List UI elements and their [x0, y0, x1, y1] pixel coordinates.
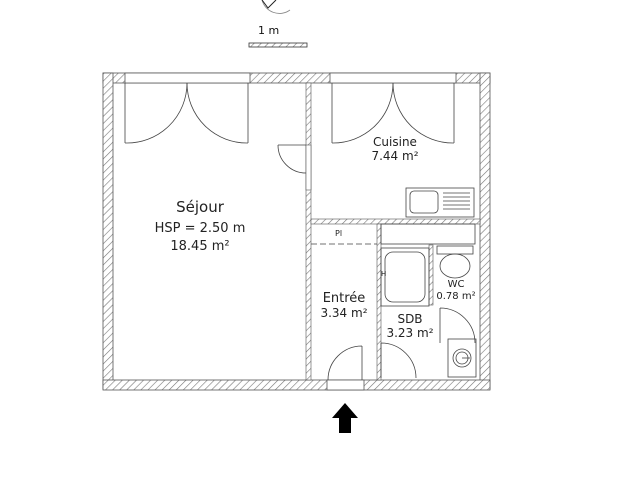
cuisine-window-doors [331, 82, 455, 144]
room-name: Cuisine [373, 135, 417, 149]
compass-icon [261, 0, 291, 14]
washbasin-icon [447, 338, 477, 378]
room-area: 18.45 m² [170, 239, 230, 255]
room-label-sejour: Séjour HSP = 2.50 m 18.45 m² [140, 198, 260, 255]
kitchen-sink-icon [405, 187, 475, 218]
bathtub-icon [380, 247, 430, 307]
sejour-door [277, 144, 307, 174]
toilet-icon [436, 245, 474, 279]
room-label-entree: Entrée 3.34 m² [312, 291, 376, 321]
room-label-sdb: SDB 3.23 m² [380, 312, 440, 341]
entrance-door [327, 345, 363, 381]
room-name: SDB [397, 312, 423, 326]
room-name: Séjour [176, 198, 224, 216]
interior-walls [305, 82, 481, 381]
outer-walls [102, 72, 491, 391]
placard-label: Pl [335, 229, 343, 238]
room-area: 7.44 m² [371, 148, 419, 163]
entrance-arrow-icon [332, 403, 358, 433]
radiator-label: H [381, 270, 387, 278]
scale-bar [248, 42, 308, 48]
room-name: Entrée [322, 291, 366, 306]
sejour-window-doors [124, 82, 249, 144]
room-label-cuisine: Cuisine 7.44 m² [360, 135, 430, 164]
room-area: 3.23 m² [386, 325, 434, 340]
room-area: 3.34 m² [320, 305, 368, 320]
room-name: WC [447, 279, 465, 290]
room-area: 0.78 m² [436, 290, 476, 302]
room-height: HSP = 2.50 m [154, 221, 246, 237]
sdb-door [380, 342, 417, 379]
placard [311, 223, 476, 245]
scale-label: 1 m [258, 24, 280, 37]
wc-door [439, 307, 476, 344]
room-label-wc: WC 0.78 m² [432, 279, 480, 302]
